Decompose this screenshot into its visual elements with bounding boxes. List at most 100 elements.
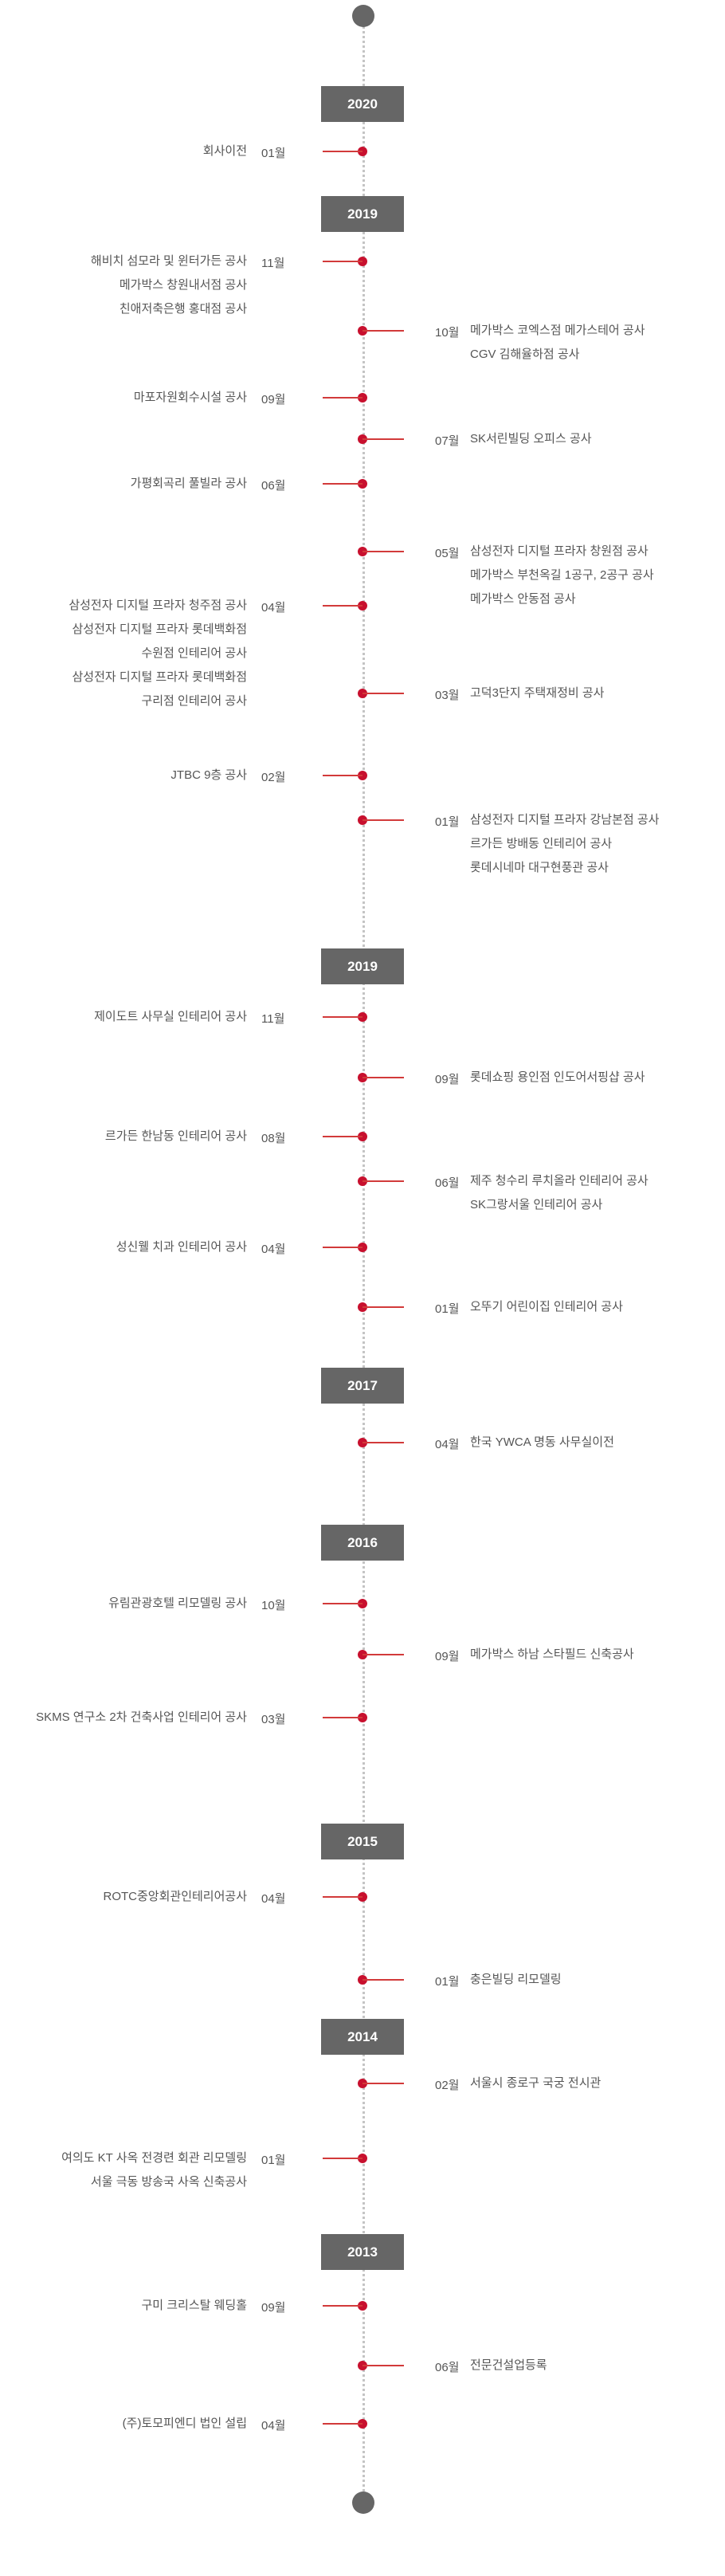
event-description: 구미 크리스탈 웨딩홀 (141, 2294, 247, 2318)
event-line: 구미 크리스탈 웨딩홀 (141, 2299, 247, 2312)
timeline-marker (358, 601, 367, 611)
timeline-marker (358, 1132, 367, 1141)
event-line: 여의도 KT 사옥 전경련 회관 리모델링 (61, 2151, 247, 2165)
event-month: 04월 (261, 2419, 286, 2433)
event-line: (주)토모피엔디 법인 설립 (122, 2417, 247, 2430)
event-month: 03월 (435, 689, 460, 702)
timeline-marker (358, 2419, 367, 2429)
timeline-marker (358, 1599, 367, 1608)
event-line: 서울 극동 방송국 사옥 신축공사 (90, 2175, 247, 2189)
event-description: 전문건설업등록 (470, 2354, 547, 2378)
timeline-marker (358, 393, 367, 402)
event-month: 05월 (435, 547, 460, 560)
event-line: 친애저축은행 홍대점 공사 (119, 302, 247, 316)
timeline-marker (358, 479, 367, 489)
event-line: 르가든 한남동 인테리어 공사 (104, 1129, 247, 1143)
timeline-line (362, 16, 365, 2503)
event-line: 가평회곡리 풀빌라 공사 (130, 477, 247, 490)
event-month: 04월 (435, 1438, 460, 1451)
timeline-marker (358, 1012, 367, 1022)
event-description: 성신웰 치과 인테리어 공사 (116, 1235, 247, 1259)
connector-line (362, 693, 404, 694)
connector-line (323, 2423, 362, 2425)
event-month: 06월 (261, 479, 286, 493)
event-line: ROTC중앙회관인테리어공사 (103, 1890, 248, 1903)
event-month: 10월 (435, 326, 460, 340)
event-line: 메가박스 하남 스타필드 신축공사 (470, 1647, 634, 1661)
event-description: 제이도트 사무실 인테리어 공사 (94, 1005, 247, 1029)
event-month: 03월 (261, 1713, 286, 1726)
event-month: 11월 (261, 1012, 285, 1026)
connector-line (362, 1442, 404, 1443)
event-description: 회사이전 (203, 139, 247, 163)
timeline-marker (358, 2301, 367, 2311)
event-line: 메가박스 창원내서점 공사 (119, 278, 247, 292)
event-line: 회사이전 (202, 144, 247, 158)
connector-line (362, 819, 404, 821)
event-description: 충은빌딩 리모델링 (470, 1968, 562, 1992)
event-description: 유림관광호텔 리모델링 공사 (108, 1592, 247, 1616)
event-line: SKMS 연구소 2차 건축사업 인테리어 공사 (36, 1710, 247, 1724)
event-month: 11월 (261, 257, 285, 270)
event-month: 09월 (261, 2301, 286, 2315)
timeline-marker (358, 2154, 367, 2163)
event-description: (주)토모피엔디 법인 설립 (123, 2412, 247, 2436)
event-line: 전문건설업등록 (470, 2358, 547, 2372)
timeline-marker (358, 1892, 367, 1902)
event-line: 해비치 섬모라 및 윈터가든 공사 (90, 254, 247, 268)
event-line: 삼성전자 디지털 프라자 강남본점 공사 (470, 813, 660, 827)
event-line: 삼성전자 디지털 프라자 창원점 공사 (470, 544, 649, 558)
event-line: 오뚜기 어린이집 인테리어 공사 (470, 1300, 623, 1314)
event-line: 한국 YWCA 명동 사무실이전 (470, 1435, 614, 1449)
event-description: 오뚜기 어린이집 인테리어 공사 (470, 1295, 623, 1319)
connector-line (323, 1603, 362, 1604)
event-month: 07월 (435, 434, 460, 448)
event-line: 삼성전자 디지털 프라자 롯데백화점 (72, 622, 247, 636)
event-line: 마포자원회수시설 공사 (133, 391, 247, 404)
year-label: 2019 (321, 948, 404, 984)
event-month: 09월 (435, 1073, 460, 1086)
connector-line (323, 1016, 362, 1018)
event-description: 한국 YWCA 명동 사무실이전 (470, 1431, 614, 1455)
connector-line (323, 261, 362, 262)
event-description: SK서린빌딩 오피스 공사 (470, 427, 592, 451)
connector-line (362, 330, 404, 332)
connector-line (362, 1077, 404, 1078)
event-line: 제이도트 사무실 인테리어 공사 (94, 1010, 247, 1023)
year-label: 2020 (321, 86, 404, 122)
event-line: 서울시 종로구 국궁 전시관 (470, 2076, 602, 2090)
event-month: 02월 (435, 2079, 460, 2092)
connector-line (323, 775, 362, 776)
event-month: 10월 (261, 1599, 286, 1612)
connector-line (362, 1306, 404, 1308)
year-label: 2017 (321, 1368, 404, 1404)
event-month: 01월 (261, 2154, 286, 2167)
event-month: 04월 (261, 601, 286, 615)
event-line: 삼성전자 디지털 프라자 청주점 공사 (69, 599, 247, 612)
event-month: 04월 (261, 1892, 286, 1906)
year-label: 2016 (321, 1525, 404, 1561)
event-description: 르가든 한남동 인테리어 공사 (105, 1125, 247, 1149)
year-label: 2014 (321, 2019, 404, 2055)
event-description: JTBC 9층 공사 (170, 764, 247, 787)
event-line: 제주 청수리 루치올라 인테리어 공사 (470, 1174, 649, 1188)
event-description: 메가박스 하남 스타필드 신축공사 (470, 1643, 634, 1667)
event-month: 06월 (435, 2361, 460, 2374)
connector-line (362, 551, 404, 552)
timeline-marker (358, 1713, 367, 1722)
connector-line (323, 1136, 362, 1137)
event-month: 01월 (435, 1975, 460, 1989)
event-line: 유림관광호텔 리모델링 공사 (108, 1596, 247, 1610)
connector-line (323, 151, 362, 152)
event-line: 르가든 방배동 인테리어 공사 (470, 837, 613, 850)
event-line: 롯데쇼핑 용인점 인도어서핑샵 공사 (470, 1070, 645, 1084)
event-description: 롯데쇼핑 용인점 인도어서핑샵 공사 (470, 1066, 645, 1090)
connector-line (323, 2305, 362, 2307)
event-description: 마포자원회수시설 공사 (134, 386, 247, 410)
event-description: 서울시 종로구 국궁 전시관 (470, 2071, 601, 2095)
event-month: 02월 (261, 771, 286, 784)
